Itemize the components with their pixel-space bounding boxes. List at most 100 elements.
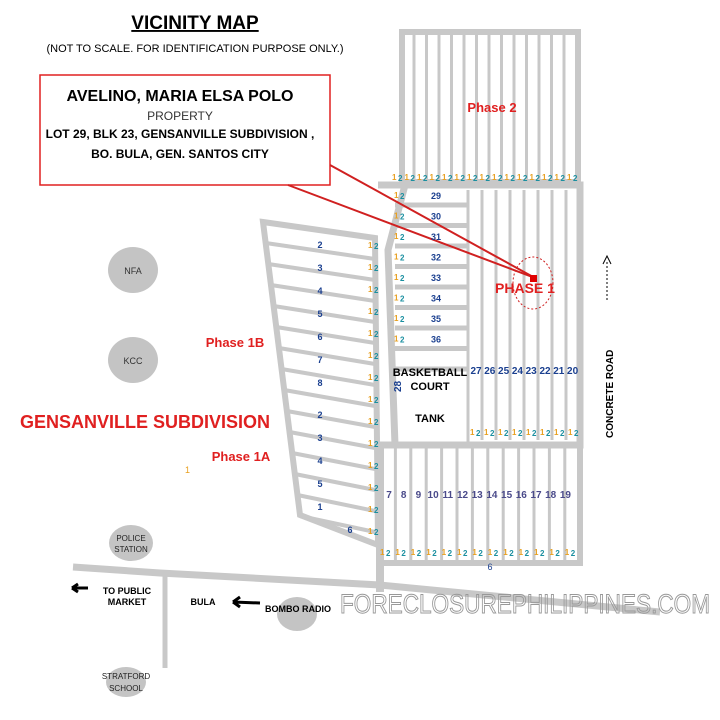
station-label: STATION <box>114 545 148 554</box>
lot-line <box>297 493 376 513</box>
lot-26: 26 <box>484 366 496 377</box>
phase-2-label: Phase 2 <box>467 100 516 115</box>
lot-36: 36 <box>431 335 441 345</box>
corner-marker-1: 1 <box>467 173 472 182</box>
corner-marker-1: 1 <box>394 232 399 241</box>
corner-marker-2: 2 <box>374 330 379 339</box>
corner-marker-2: 2 <box>374 352 379 361</box>
corner-marker-1: 1 <box>394 314 399 323</box>
corner-marker-2: 2 <box>532 429 537 438</box>
owner-name: AVELINO, MARIA ELSA POLO <box>67 88 294 105</box>
corner-marker-2: 2 <box>540 549 545 558</box>
lot-23: 23 <box>526 366 538 377</box>
police-station-landmark <box>109 525 153 561</box>
corner-marker-1: 1 <box>368 483 373 492</box>
lot-6: 6 <box>347 525 352 535</box>
lot-line <box>275 325 376 345</box>
corner-marker-2: 2 <box>473 174 478 183</box>
corner-marker-1: 1 <box>405 173 410 182</box>
corner-marker-1: 1 <box>368 263 373 272</box>
lot-8: 8 <box>317 378 322 388</box>
corner-marker-2: 2 <box>560 429 565 438</box>
pointer-line <box>287 184 536 279</box>
lot-22: 22 <box>539 366 551 377</box>
corner-marker-1: 1 <box>488 548 493 557</box>
corner-marker-1: 1 <box>368 351 373 360</box>
corner-marker-2: 2 <box>461 174 466 183</box>
corner-marker-2: 2 <box>400 274 405 283</box>
lot-3: 3 <box>317 263 322 273</box>
corner-marker-2: 2 <box>374 286 379 295</box>
corner-marker-2: 2 <box>374 506 379 515</box>
corner-marker-1: 1 <box>455 173 460 182</box>
watermark: FORECLOSUREPHILIPPINES.COM <box>340 589 710 619</box>
corner-marker-2: 2 <box>509 549 514 558</box>
corner-marker-2: 2 <box>374 374 379 383</box>
corner-marker-1: 1 <box>480 173 485 182</box>
phase-1-label: PHASE 1 <box>495 280 555 296</box>
arrow-up-icon <box>602 254 612 265</box>
corner-marker-1: 1 <box>442 173 447 182</box>
corner-marker-1: 1 <box>512 428 517 437</box>
lot-11: 11 <box>443 490 454 501</box>
corner-marker-2: 2 <box>400 254 405 263</box>
corner-marker-2: 2 <box>374 308 379 317</box>
corner-marker-1: 1 <box>411 548 416 557</box>
corner-marker-1: 1 <box>368 373 373 382</box>
arrow-left-icon <box>232 595 261 609</box>
corner-marker-1: 1 <box>417 173 422 182</box>
address-line-1: LOT 29, BLK 23, GENSANVILLE SUBDIVISION … <box>46 127 315 141</box>
corner-marker-1: 1 <box>492 173 497 182</box>
lot-14: 14 <box>486 490 498 501</box>
corner-marker-1: 1 <box>519 548 524 557</box>
corner-marker-2: 2 <box>400 315 405 324</box>
corner-marker-1: 1 <box>542 173 547 182</box>
corner-marker-2: 2 <box>511 174 516 183</box>
bombo-radio-label: BOMBO RADIO <box>265 604 331 614</box>
corner-marker-2: 2 <box>398 174 403 183</box>
corner-marker-1: 1 <box>394 294 399 303</box>
police-label: POLICE <box>116 534 145 543</box>
corner-marker-1: 1 <box>530 173 535 182</box>
corner-marker-1: 1 <box>368 461 373 470</box>
corner-marker-2: 2 <box>573 174 578 183</box>
corner-marker-2: 2 <box>536 174 541 183</box>
corner-marker-1: 1 <box>426 548 431 557</box>
corner-marker-2: 2 <box>374 264 379 273</box>
kcc-landmark <box>108 337 158 383</box>
lot-31: 31 <box>431 232 441 242</box>
corner-marker-2: 2 <box>548 174 553 183</box>
corner-marker-2: 2 <box>525 549 530 558</box>
phase-1b-label: Phase 1B <box>206 335 265 350</box>
corner-marker-1: 1 <box>565 548 570 557</box>
bombo-radio-landmark <box>277 597 317 631</box>
corner-marker-1: 1 <box>472 548 477 557</box>
corner-marker-2: 2 <box>448 549 453 558</box>
corner-marker-2: 2 <box>374 242 379 251</box>
corner-marker-2: 2 <box>374 418 379 427</box>
corner-marker-1: 1 <box>555 173 560 182</box>
corner-marker-1: 1 <box>394 253 399 262</box>
corner-marker-2: 2 <box>546 429 551 438</box>
lot-7: 7 <box>386 490 392 501</box>
corner-marker-1: 1 <box>394 273 399 282</box>
lot-15: 15 <box>501 490 513 501</box>
map-subtitle: (NOT TO SCALE. FOR IDENTIFICATION PURPOS… <box>46 43 343 55</box>
corner-marker-1: 1 <box>484 428 489 437</box>
corner-marker-2: 2 <box>411 174 416 183</box>
stratford-label: STRATFORD <box>102 672 151 681</box>
corner-marker-2: 2 <box>494 549 499 558</box>
corner-marker-1: 1 <box>394 191 399 200</box>
lot-28: 28 <box>393 380 404 392</box>
lot-5: 5 <box>317 479 322 489</box>
corner-marker-1: 1 <box>540 428 545 437</box>
corner-marker-2: 2 <box>386 549 391 558</box>
corner-marker-2: 2 <box>486 174 491 183</box>
corner-marker-1: 1 <box>505 173 510 182</box>
arrow-left-icon <box>71 582 88 594</box>
to-public-label: TO PUBLIC <box>103 586 152 596</box>
corner-marker-1: 1 <box>395 548 400 557</box>
lot-17: 17 <box>530 490 542 501</box>
lot-25: 25 <box>498 366 510 377</box>
